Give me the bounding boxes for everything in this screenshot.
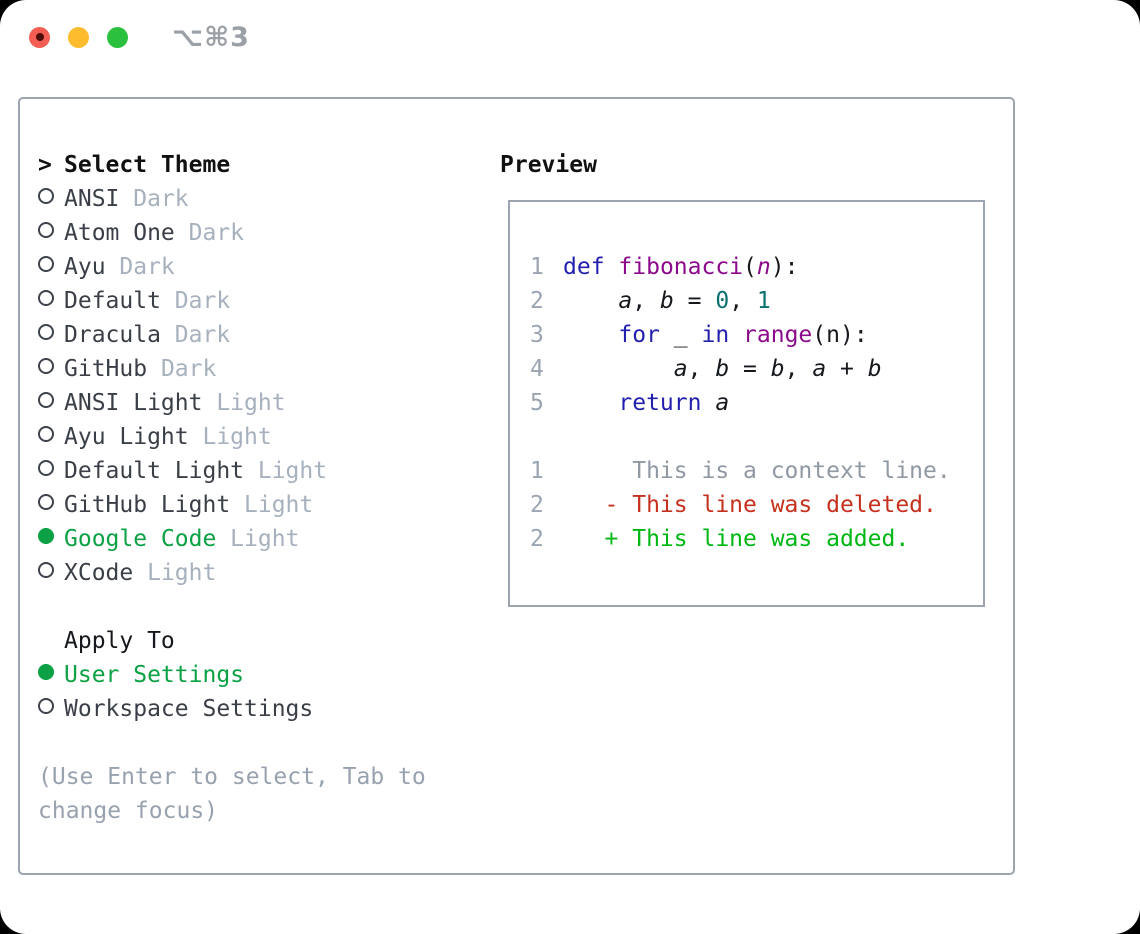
diff-line-del: 2 - This line was deleted. bbox=[530, 488, 983, 522]
diff-line-ctx: 1 This is a context line. bbox=[530, 454, 983, 488]
radio-icon bbox=[38, 562, 54, 578]
theme-name: ANSI Light bbox=[64, 390, 203, 416]
line-number: 2 bbox=[530, 526, 544, 552]
minimize-button[interactable] bbox=[68, 26, 89, 48]
theme-variant: Light bbox=[216, 526, 300, 552]
radio-icon bbox=[38, 460, 54, 476]
hint-line: change focus) bbox=[38, 798, 219, 824]
radio-icon bbox=[38, 222, 54, 238]
select-theme-heading-label: Select Theme bbox=[64, 152, 231, 178]
theme-option-google-code[interactable]: Google Code Light bbox=[38, 522, 426, 556]
diff-text: This is a context line. bbox=[563, 458, 951, 484]
theme-name: Ayu bbox=[64, 254, 106, 280]
theme-option-ansi-light[interactable]: ANSI Light Light bbox=[38, 386, 426, 420]
theme-variant: Dark bbox=[174, 220, 245, 246]
focus-caret-icon: > bbox=[38, 152, 52, 178]
select-theme-heading: > Select Theme bbox=[38, 148, 426, 182]
theme-option-default[interactable]: Default Dark bbox=[38, 284, 426, 318]
hint-line: (Use Enter to select, Tab to bbox=[38, 764, 426, 790]
blank-line bbox=[530, 420, 983, 454]
theme-option-default-light[interactable]: Default Light Light bbox=[38, 454, 426, 488]
theme-name: Google Code bbox=[64, 526, 217, 552]
preview-heading: Preview bbox=[500, 152, 597, 178]
radio-icon bbox=[38, 426, 54, 442]
theme-name: XCode bbox=[64, 560, 134, 586]
apply-option-name: User Settings bbox=[64, 662, 245, 688]
line-number: 1 bbox=[530, 254, 544, 280]
theme-option-ayu[interactable]: Ayu Dark bbox=[38, 250, 426, 284]
radio-icon bbox=[38, 698, 54, 714]
theme-name: Dracula bbox=[64, 322, 161, 348]
spacer bbox=[38, 590, 426, 624]
line-number: 1 bbox=[530, 458, 544, 484]
radio-icon bbox=[38, 256, 54, 272]
titlebar: ⌥⌘3 bbox=[0, 0, 1140, 74]
theme-option-atom-one[interactable]: Atom One Dark bbox=[38, 216, 426, 250]
theme-name: Atom One bbox=[64, 220, 175, 246]
code-line: 2 a, b = 0, 1 bbox=[530, 284, 983, 318]
line-number: 2 bbox=[530, 288, 544, 314]
theme-option-ansi[interactable]: ANSI Dark bbox=[38, 182, 426, 216]
code-line: 5 return a bbox=[530, 386, 983, 420]
radio-icon bbox=[38, 494, 54, 510]
theme-name: ANSI bbox=[64, 186, 120, 212]
apply-option-name: Workspace Settings bbox=[64, 696, 314, 722]
radio-selected-icon bbox=[38, 528, 54, 544]
theme-name: Default Light bbox=[64, 458, 245, 484]
radio-icon bbox=[38, 188, 54, 204]
line-number: 4 bbox=[530, 356, 544, 382]
theme-variant: Dark bbox=[147, 356, 217, 382]
window-title: ⌥⌘3 bbox=[172, 21, 250, 53]
diff-preview: 1 This is a context line.2 - This line w… bbox=[530, 454, 983, 556]
line-number: 5 bbox=[530, 390, 544, 416]
apply-to-heading-label: Apply To bbox=[64, 628, 175, 654]
apply-to-heading: Apply To bbox=[38, 624, 426, 658]
theme-variant: Light bbox=[244, 458, 328, 484]
radio-icon bbox=[38, 392, 54, 408]
code-line: 3 for _ in range(n): bbox=[530, 318, 983, 352]
theme-option-dracula[interactable]: Dracula Dark bbox=[38, 318, 426, 352]
code-line: 4 a, b = b, a + b bbox=[530, 352, 983, 386]
theme-variant: Light bbox=[188, 424, 272, 450]
theme-option-xcode[interactable]: XCode Light bbox=[38, 556, 426, 590]
radio-icon bbox=[38, 290, 54, 306]
radio-icon bbox=[38, 324, 54, 340]
theme-variant: Light bbox=[230, 492, 314, 518]
theme-name: GitHub Light bbox=[64, 492, 231, 518]
theme-variant: Dark bbox=[119, 186, 189, 212]
line-number: 3 bbox=[530, 322, 544, 348]
apply-option-workspace-settings[interactable]: Workspace Settings bbox=[38, 692, 426, 726]
close-button[interactable] bbox=[29, 26, 50, 48]
apply-option-user-settings[interactable]: User Settings bbox=[38, 658, 426, 692]
spacer bbox=[38, 726, 426, 760]
maximize-button[interactable] bbox=[107, 26, 128, 48]
diff-line-add: 2 + This line was added. bbox=[530, 522, 983, 556]
theme-name: Default bbox=[64, 288, 161, 314]
radio-selected-icon bbox=[38, 664, 54, 680]
theme-variant: Light bbox=[202, 390, 286, 416]
line-number: 2 bbox=[530, 492, 544, 518]
theme-variant: Light bbox=[133, 560, 217, 586]
theme-name: GitHub bbox=[64, 356, 148, 382]
close-dot-icon bbox=[35, 33, 44, 41]
diff-text: + This line was added. bbox=[563, 526, 910, 552]
theme-name: Ayu Light bbox=[64, 424, 189, 450]
hint-text: (Use Enter to select, Tab to change focus… bbox=[38, 760, 426, 828]
theme-variant: Dark bbox=[160, 288, 231, 314]
theme-variant: Dark bbox=[105, 254, 175, 280]
theme-option-github-light[interactable]: GitHub Light Light bbox=[38, 488, 426, 522]
theme-variant: Dark bbox=[160, 322, 231, 348]
theme-option-ayu-light[interactable]: Ayu Light Light bbox=[38, 420, 426, 454]
diff-text: - This line was deleted. bbox=[563, 492, 937, 518]
theme-option-github[interactable]: GitHub Dark bbox=[38, 352, 426, 386]
radio-icon bbox=[38, 358, 54, 374]
